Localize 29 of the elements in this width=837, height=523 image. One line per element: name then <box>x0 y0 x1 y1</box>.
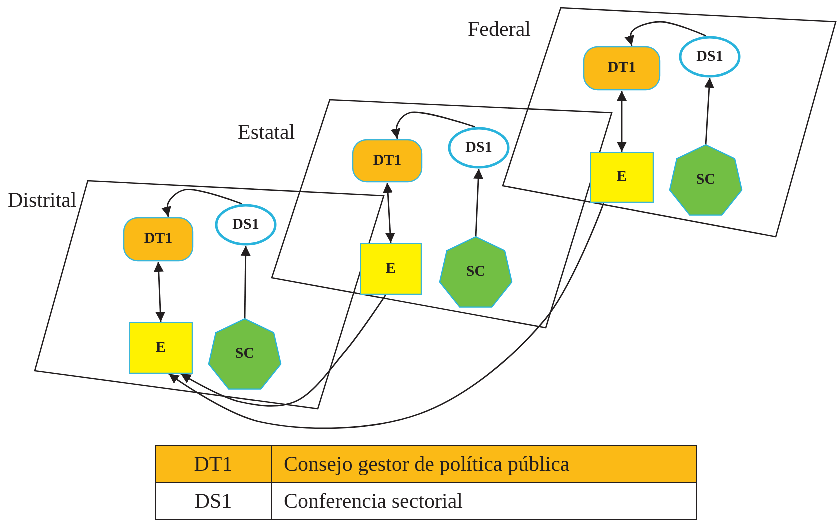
arrow <box>168 202 605 430</box>
node-label: E <box>616 169 627 186</box>
arrow <box>617 91 627 152</box>
level-heading: Federal <box>468 17 531 42</box>
node-label: E <box>156 340 166 356</box>
node-label: DS1 <box>696 48 724 66</box>
node-label: DT1 <box>144 231 173 248</box>
arrow <box>474 168 484 238</box>
abbreviation-cell: DT1 <box>156 446 272 482</box>
arrow <box>154 262 166 322</box>
arrow <box>704 78 714 146</box>
node-label: DT1 <box>373 152 402 170</box>
arrow <box>390 112 476 140</box>
level-heading: Distrital <box>8 188 77 213</box>
arrow <box>624 21 706 46</box>
level-heading: Estatal <box>238 120 296 145</box>
node-label: DT1 <box>608 60 636 77</box>
node-label: SC <box>696 172 716 188</box>
node-label: DS1 <box>232 216 260 234</box>
description-cell: Consejo gestor de política pública <box>272 446 696 482</box>
node-label: SC <box>466 264 486 280</box>
description-cell: Conferencia sectorial <box>272 482 696 520</box>
node-label: SC <box>235 346 255 362</box>
arrow <box>180 294 387 407</box>
arrow <box>383 182 396 244</box>
node-label: DS1 <box>466 140 492 156</box>
arrow <box>240 246 251 319</box>
node-label: E <box>386 260 396 278</box>
abbreviation-cell: DS1 <box>156 482 272 520</box>
